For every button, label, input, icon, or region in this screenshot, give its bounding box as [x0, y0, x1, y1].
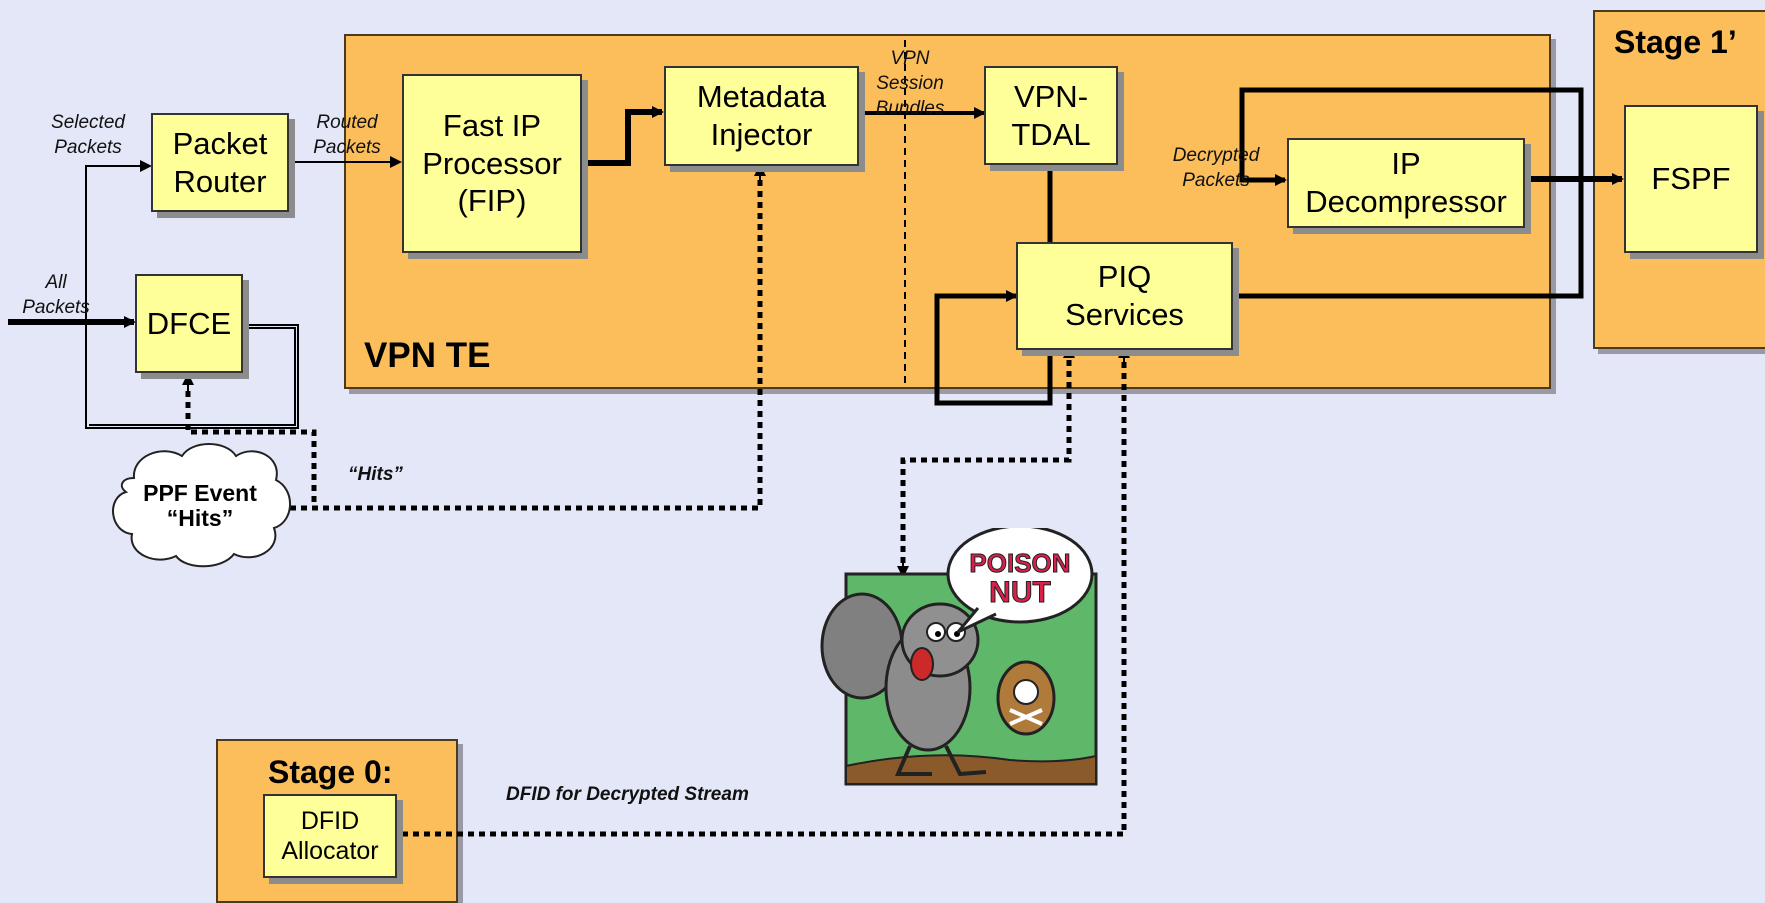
fspf-block: FSPF: [1624, 105, 1758, 253]
vpn-session-bundles-label: VPN Session Bundles: [860, 46, 960, 118]
fip-block: Fast IP Processor (FIP): [402, 74, 582, 253]
piq-services-block: PIQ Services: [1016, 242, 1233, 350]
vpn-tdal-block: VPN- TDAL: [984, 66, 1118, 165]
svg-text:NUT: NUT: [989, 576, 1051, 609]
hits-label: “Hits”: [348, 462, 403, 487]
poison-nut-cartoon: POISON NUT: [810, 528, 1110, 788]
metadata-injector-block: Metadata Injector: [664, 66, 859, 166]
decrypted-packets-label: Decrypted Packets: [1156, 143, 1276, 193]
dfid-stream-label: DFID for Decrypted Stream: [506, 782, 749, 807]
all-packets-label: All Packets: [12, 270, 100, 320]
dfce-block: DFCE: [135, 274, 243, 373]
selected-packets-label: Selected Packets: [40, 110, 136, 160]
fip-to-injector-arrow: [586, 112, 662, 163]
poison-nut-text: POISON: [969, 548, 1070, 578]
packet-router-block: Packet Router: [151, 113, 289, 212]
dfid-allocator-block: DFID Allocator: [263, 794, 397, 878]
ppf-event-text: PPF Event “Hits”: [120, 481, 280, 531]
ip-decompressor-block: IP Decompressor: [1287, 138, 1525, 228]
routed-packets-label: Routed Packets: [304, 110, 390, 160]
